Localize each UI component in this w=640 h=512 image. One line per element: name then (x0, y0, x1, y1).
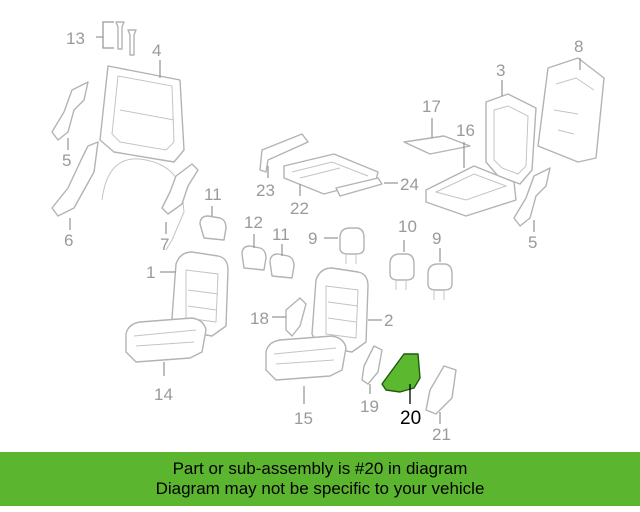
part-labels: 13 4 8 3 17 16 5 6 11 7 23 22 24 10 9 12… (62, 29, 583, 444)
label-9-middle: 9 (308, 229, 317, 248)
parts-diagram: 13 4 8 3 17 16 5 6 11 7 23 22 24 10 9 12… (51, 21, 605, 444)
label-2: 2 (384, 311, 393, 330)
part-16-seat-base (425, 142, 517, 217)
label-19: 19 (360, 397, 379, 416)
part-5-hinge-right (513, 167, 551, 232)
label-11-upper: 11 (204, 185, 222, 204)
label-21: 21 (432, 425, 451, 444)
label-16: 16 (456, 121, 475, 140)
label-23: 23 (256, 181, 275, 200)
part-21-trim (425, 365, 457, 424)
label-10: 10 (398, 217, 417, 236)
label-14: 14 (154, 385, 173, 404)
label-8: 8 (574, 37, 583, 56)
part-15-cushion (265, 335, 347, 404)
part-24-rail-cover (335, 177, 398, 197)
label-18: 18 (250, 309, 269, 328)
part-19-trim (361, 345, 383, 394)
part-14-cushion (125, 317, 207, 376)
label-7: 7 (160, 235, 169, 254)
part-6-trim-panel (51, 141, 99, 230)
label-6: 6 (64, 231, 73, 250)
part-7-bracket (161, 163, 199, 234)
label-15: 15 (294, 409, 313, 428)
banner-line-2: Diagram may not be specific to your vehi… (155, 479, 485, 498)
part-11-cap-lower (269, 244, 295, 279)
part-11-cap-upper (199, 206, 227, 241)
label-9-right: 9 (432, 229, 441, 248)
part-9-headrest-middle (324, 227, 365, 264)
label-20-highlighted: 20 (400, 408, 421, 429)
info-banner: Part or sub-assembly is #20 in diagram D… (0, 452, 640, 506)
part-12-cap (241, 234, 267, 271)
label-3: 3 (496, 61, 505, 80)
label-11-lower: 11 (272, 225, 290, 244)
part-1-seat-back (160, 251, 229, 337)
part-17-pad (403, 118, 471, 155)
part-13-pins (96, 21, 137, 56)
label-4: 4 (152, 41, 161, 60)
label-24: 24 (400, 175, 419, 194)
part-10-headrest (389, 240, 415, 290)
label-13: 13 (66, 29, 85, 48)
part-2-seat-back (311, 267, 382, 353)
banner-line-1: Part or sub-assembly is #20 in diagram (172, 459, 468, 478)
label-17: 17 (422, 97, 441, 116)
label-5-left: 5 (62, 151, 71, 170)
part-8-back-panel (537, 57, 605, 163)
part-5-hinge-left (51, 81, 89, 150)
part-3-seat-frame (485, 80, 537, 185)
part-9-headrest-right (427, 248, 453, 300)
part-18-bracket (272, 297, 307, 337)
label-5-right: 5 (528, 233, 537, 252)
label-12: 12 (244, 213, 263, 232)
part-20-highlighted (381, 353, 421, 404)
label-1: 1 (146, 263, 155, 282)
label-22: 22 (290, 199, 309, 218)
part-4-seat-frame (99, 60, 185, 163)
part-23-rail (259, 133, 309, 178)
